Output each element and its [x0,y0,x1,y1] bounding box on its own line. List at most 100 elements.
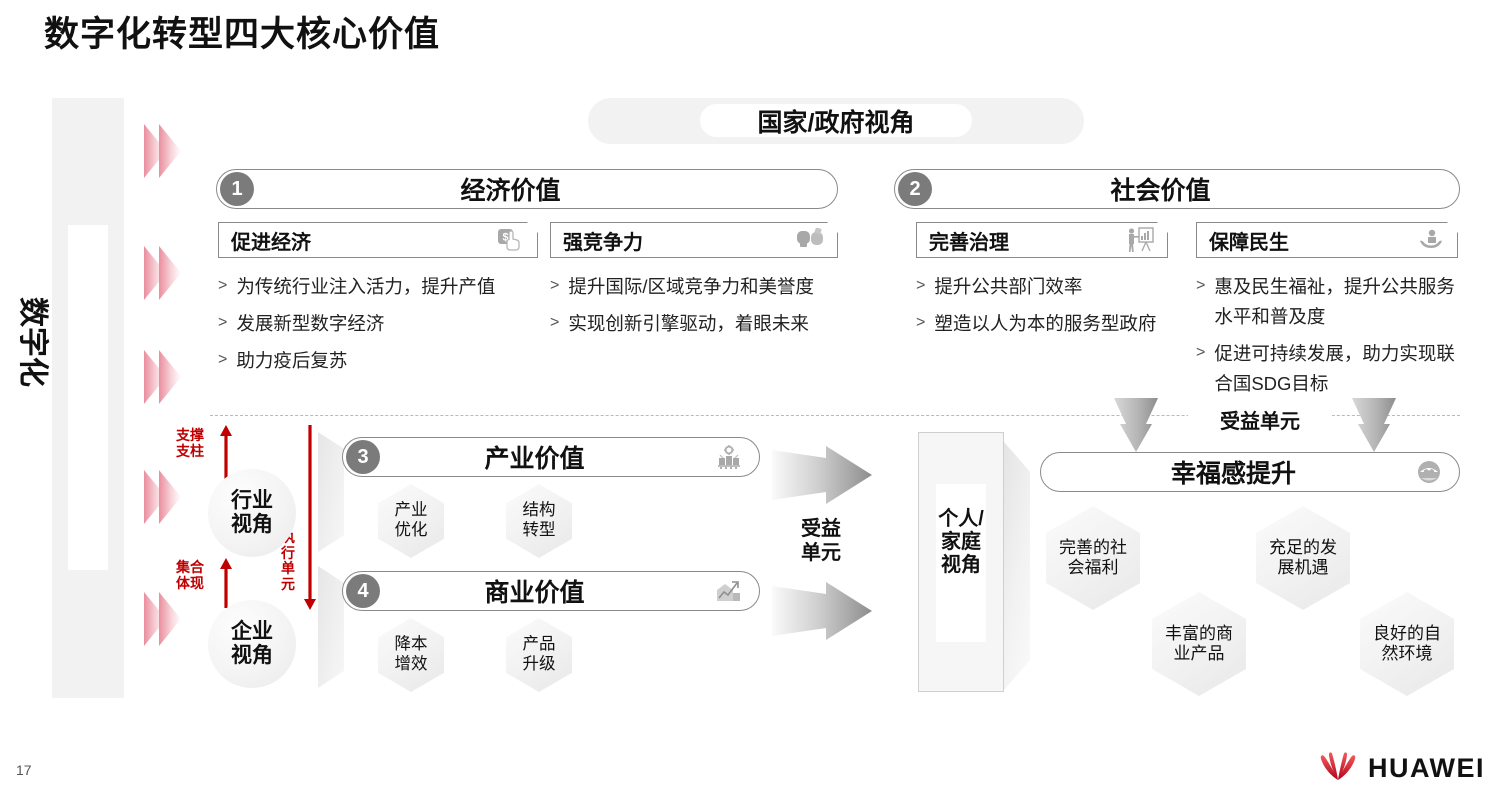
subheader-promote-economy[interactable]: 促进经济 $ [218,222,538,258]
value-block-2-number: 2 [898,172,932,206]
huawei-wordmark: HUAWEI [1368,753,1485,783]
subheader-improve-governance[interactable]: 完善治理 [916,222,1168,258]
bullet-list-strong-competitiveness: >提升国际/区域竞争力和美誉度 >实现创新引擎驱动，着眼未来 [550,272,850,346]
industry-perspective-line2: 视角 [231,513,273,536]
value-block-2-title: 社会价值 [1110,177,1211,205]
bullet-marker: > [916,313,926,331]
value-block-1-header[interactable]: 1 经济价值 [216,169,838,209]
factory-gear-icon [709,445,749,469]
value-block-3-number: 3 [346,440,380,474]
hex-line1: 结构 [522,501,556,520]
hex-structure-transformation: 结构转型 [506,484,572,558]
smiley-heart-icon [1409,459,1449,485]
block4-side-shade [318,566,344,688]
government-perspective-pill-inner [700,104,972,137]
bullet-marker: > [550,277,560,294]
hex-line1: 降本 [394,635,428,654]
value-block-2-header[interactable]: 2 社会价值 [894,169,1460,209]
value-block-3-title: 产业价值 [484,445,585,473]
enterprise-perspective-line2: 视角 [231,644,273,667]
execution-unit-c2: 行 [281,544,295,561]
subheader-label: 保障民生 [1209,231,1289,254]
execution-unit-c4: 元 [281,576,295,593]
support-pillar-label: 支撑 支柱 [176,427,204,459]
happiness-header[interactable]: 幸福感提升 [1040,452,1460,492]
divider-beneficiary-label: 受益单元 [1188,411,1332,435]
hex-line2: 转型 [522,521,556,539]
value-block-4-title: 商业价值 [484,579,585,607]
hex-line1: 丰富的商 [1165,623,1233,643]
bullet-item: >实现创新引擎驱动，着眼未来 [550,309,850,339]
individual-line2: 家庭 [941,531,981,554]
right-arrow-icon [772,444,872,506]
individual-box-side-shade [1004,442,1030,690]
value-block-1-title: 经济价值 [460,177,561,205]
bullet-text: 提升公共部门效率 [934,276,1083,297]
page-number: 17 [16,762,32,778]
hex-line2: 优化 [394,521,428,539]
middle-beneficiary-line1: 受益 [801,518,841,540]
bullet-item: >提升公共部门效率 [916,272,1186,302]
industry-perspective-circle: 行业视角 [208,469,296,557]
huawei-flower-icon [1318,750,1358,787]
dollar-hand-icon: $ [497,228,525,252]
value-block-3-header[interactable]: 3 产业价值 [342,437,760,477]
chevron-arrow-icon [144,468,188,526]
bullet-item: > 塑造以人为本的服务型政府 [916,309,1186,339]
value-block-4-number: 4 [346,574,380,608]
hex-line1: 完善的社 [1059,537,1127,557]
value-block-4-header[interactable]: 4 商业价值 [342,571,760,611]
enterprise-perspective-circle: 企业视角 [208,600,296,688]
subheader-ensure-livelihood[interactable]: 保障民生 [1196,222,1458,258]
industry-perspective-line1: 行业 [231,489,273,513]
government-perspective-label: 国家/政府视角 [757,109,915,137]
hex-line2: 增效 [394,655,428,673]
aggregate-label: 集合 体现 [176,559,204,591]
aggregate-line2: 体现 [176,574,204,591]
bullet-text: 促进可持续发展，助力实现联合国SDG目标 [1214,342,1455,394]
subheader-strong-competitiveness[interactable]: 强竞争力 [550,222,838,258]
boxing-gloves-icon [795,228,825,252]
bullet-text: 塑造以人为本的服务型政府 [934,312,1157,334]
subheader-label: 强竞争力 [563,231,643,254]
bullet-item: > 惠及民生福祉，提升公共服务水平和普及度 [1196,272,1464,332]
bullet-text: 惠及民生福祉，提升公共服务水平和普及度 [1214,276,1455,327]
hex-line2: 升级 [522,655,556,673]
value-block-1-number: 1 [220,172,254,206]
right-arrow-icon [772,580,872,642]
huawei-logo: HUAWEI [1318,750,1485,787]
bullet-item: > 为传统行业注入活力，提升产值 [218,272,548,302]
support-pillar-line1: 支撑 [176,427,204,443]
bullet-marker: > [218,277,228,294]
red-down-arrow-icon [303,425,317,615]
bullet-text: 发展新型数字经济 [236,312,385,334]
chevron-arrow-icon [144,590,188,648]
page-title: 数字化转型四大核心价值 [44,15,441,54]
person-care-icon [1417,228,1445,252]
section-divider [210,415,1460,416]
chevron-arrow-icon [144,122,188,180]
bullet-text: 实现创新引擎驱动，着眼未来 [568,312,809,334]
hex-line2: 会福利 [1067,558,1119,577]
chevron-arrow-icon [144,348,188,406]
hex-development-opportunities: 充足的发展机遇 [1256,506,1350,610]
bullet-marker: > [218,313,228,331]
hex-line2: 业产品 [1173,644,1225,663]
digitalization-band-inner [68,225,108,570]
down-arrow-icon [1342,398,1406,454]
growth-chart-icon [709,579,749,603]
presenter-board-icon [1125,227,1155,253]
bullet-text: 为传统行业注入活力，提升产值 [236,276,496,297]
enterprise-perspective-line1: 企业 [231,620,273,644]
individual-perspective-box-inner [936,484,986,642]
bullet-list-promote-economy: >为传统行业注入活力，提升产值 >发展新型数字经济 >助力疫后复苏 [218,272,548,383]
hex-cost-reduction: 降本增效 [378,618,444,692]
individual-perspective-label: 个人/ 家庭 视角 [936,508,986,578]
hex-industry-optimization: 产业优化 [378,484,444,558]
middle-beneficiary-line2: 单元 [801,541,841,564]
hex-line1: 良好的自 [1373,623,1441,643]
bullet-marker: > [1196,277,1206,294]
support-pillar-line2: 支柱 [176,442,204,459]
hex-product-upgrade: 产品升级 [506,618,572,692]
middle-beneficiary-label: 受益单元 [786,518,856,566]
